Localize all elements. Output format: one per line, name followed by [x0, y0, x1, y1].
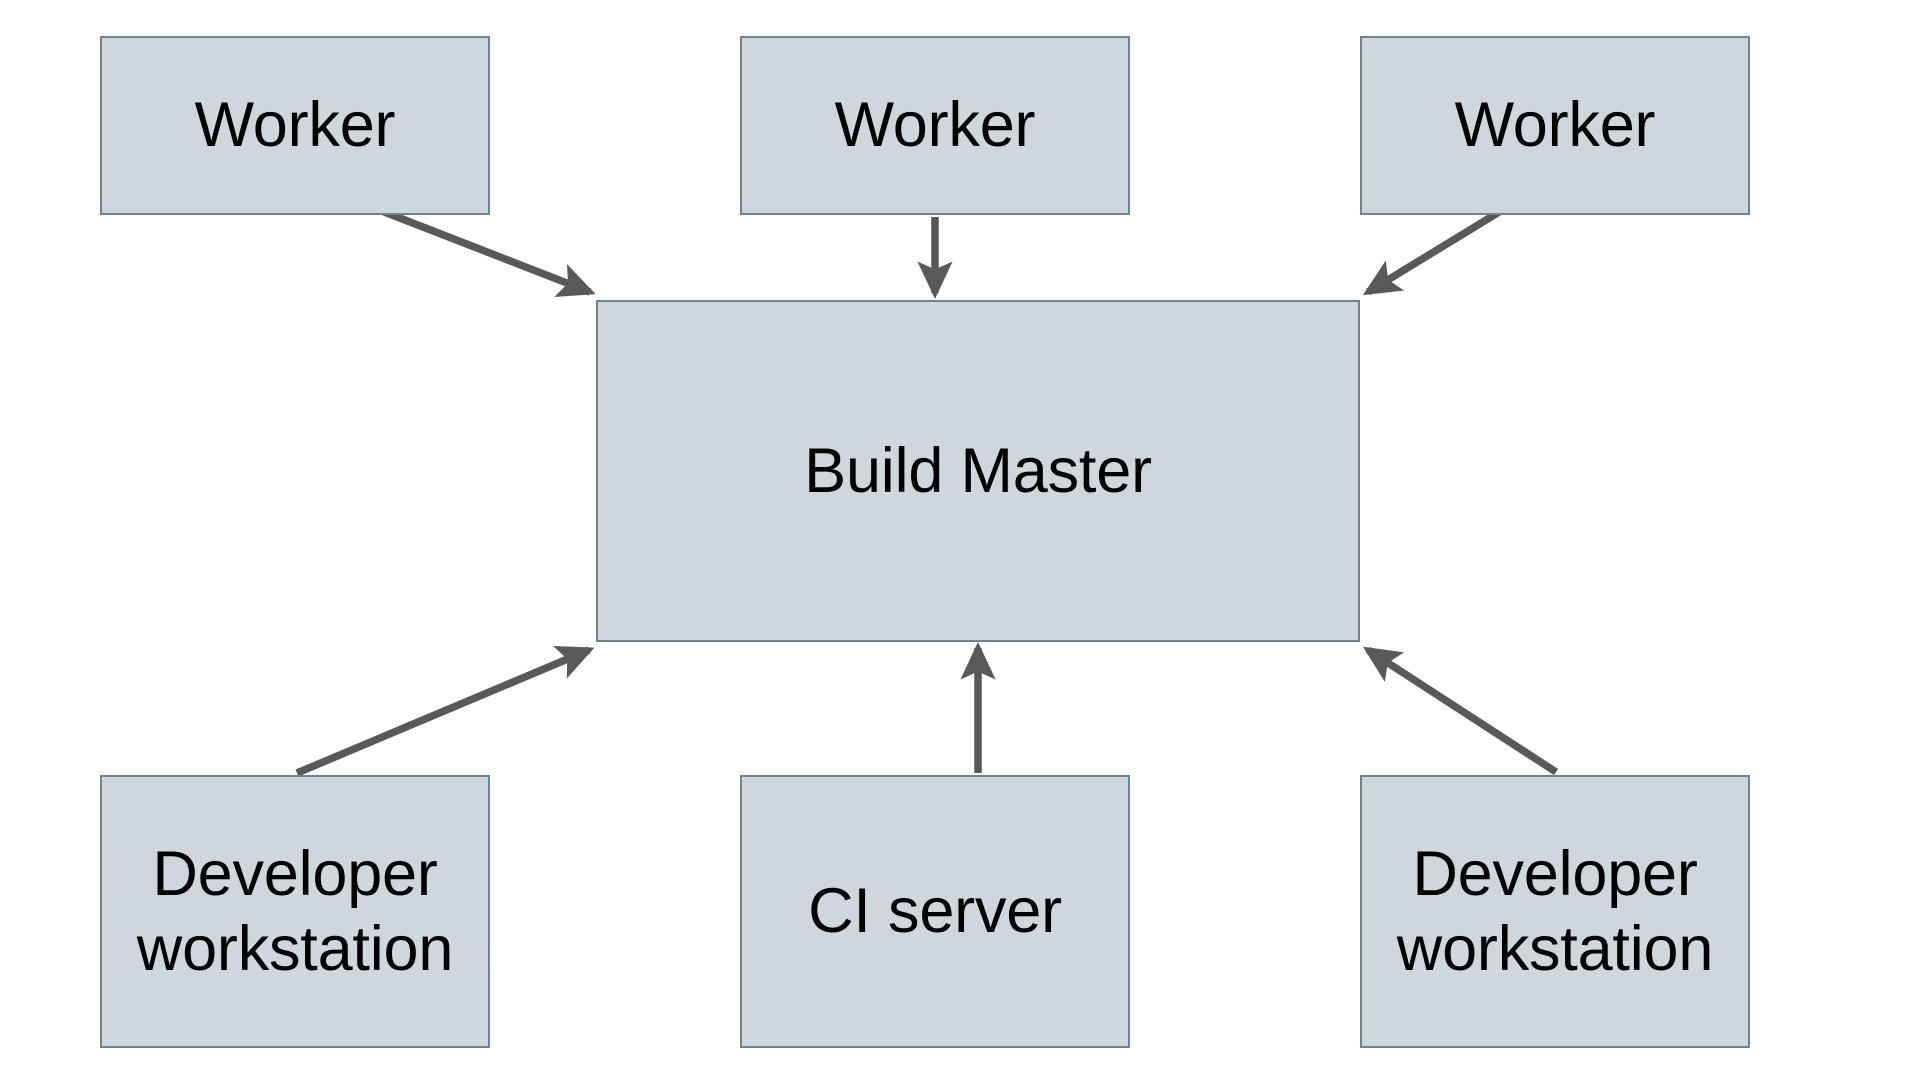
node-label: Developer workstation: [1396, 839, 1714, 984]
node-label: Build Master: [804, 435, 1152, 506]
node-build-master[interactable]: Build Master: [596, 300, 1360, 642]
node-worker-2[interactable]: Worker: [740, 36, 1130, 215]
node-label: Developer workstation: [136, 839, 454, 984]
node-ci-server[interactable]: CI server: [740, 775, 1130, 1048]
edge-dev-right-to-master: [1362, 646, 1559, 776]
node-developer-workstation-left[interactable]: Developer workstation: [100, 775, 490, 1048]
edge-dev-left-to-master: [295, 645, 595, 777]
node-worker-1[interactable]: Worker: [100, 36, 490, 215]
node-label: CI server: [808, 876, 1062, 947]
node-developer-workstation-right[interactable]: Developer workstation: [1360, 775, 1750, 1048]
node-label: Worker: [194, 90, 396, 161]
node-label: Worker: [1454, 90, 1656, 161]
node-worker-3[interactable]: Worker: [1360, 36, 1750, 215]
node-label: Worker: [834, 90, 1036, 161]
